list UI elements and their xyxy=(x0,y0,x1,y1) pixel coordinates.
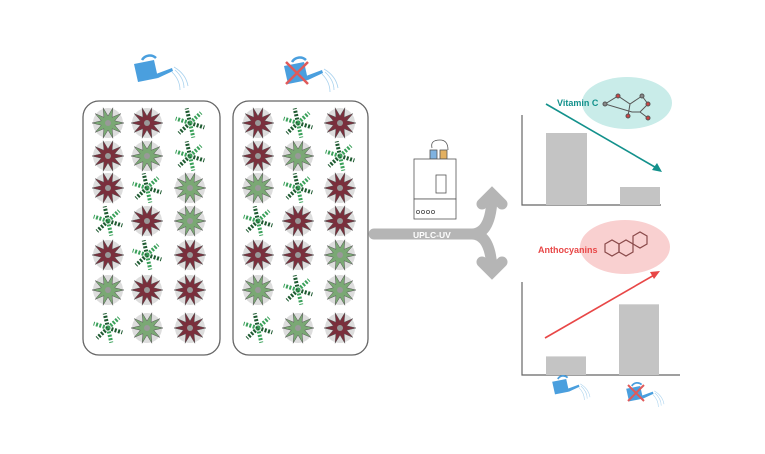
plant-red-rosette xyxy=(323,205,357,237)
plant-green-rosette xyxy=(241,172,275,204)
watering-can-crossed-icon xyxy=(282,56,340,94)
branching-arrow xyxy=(368,186,508,280)
tray-watered xyxy=(82,100,221,356)
plant-striped-star xyxy=(93,312,123,344)
plant-striped-star xyxy=(132,172,162,204)
bar-watered xyxy=(546,133,587,205)
plant-red-rosette xyxy=(323,312,357,344)
tray-not-watered xyxy=(232,100,369,356)
plant-striped-star xyxy=(283,172,313,204)
plant-red-rosette xyxy=(241,107,275,139)
plant-red-rosette xyxy=(173,239,207,271)
plant-striped-star xyxy=(132,239,162,271)
plant-green-rosette xyxy=(173,172,207,204)
plant-green-rosette xyxy=(130,312,164,344)
chart-vitamin-c: Vitamin C xyxy=(521,77,672,206)
plant-striped-star xyxy=(93,205,123,237)
plant-red-rosette xyxy=(130,205,164,237)
plant-red-rosette xyxy=(173,274,207,306)
anthocyanin-molecule-icon xyxy=(580,220,670,274)
watering-can-crossed-icon xyxy=(625,381,665,408)
plant-green-rosette xyxy=(130,140,164,172)
plant-green-rosette xyxy=(323,274,357,306)
plant-striped-star xyxy=(283,274,313,306)
plant-red-rosette xyxy=(130,107,164,139)
plant-red-rosette xyxy=(241,239,275,271)
plant-red-rosette xyxy=(241,140,275,172)
plant-striped-star xyxy=(283,107,313,139)
plant-green-rosette xyxy=(323,239,357,271)
plant-red-rosette xyxy=(91,172,125,204)
plant-striped-star xyxy=(175,140,205,172)
watering-can-icon xyxy=(551,374,591,401)
plant-striped-star xyxy=(243,312,273,344)
plant-red-rosette xyxy=(323,107,357,139)
watering-can-icon xyxy=(132,54,190,92)
uplc-instrument-icon xyxy=(413,139,457,220)
anthocyanins-label: Anthocyanins xyxy=(538,245,598,255)
plant-striped-star xyxy=(243,205,273,237)
increase-arrow xyxy=(544,273,657,339)
plant-red-rosette xyxy=(281,205,315,237)
plant-red-rosette xyxy=(91,140,125,172)
bar-not-watered xyxy=(620,187,660,205)
plant-striped-star xyxy=(175,107,205,139)
plant-red-rosette xyxy=(130,274,164,306)
plant-green-rosette xyxy=(173,205,207,237)
plant-red-rosette xyxy=(91,239,125,271)
bar-watered xyxy=(546,356,586,375)
plant-green-rosette xyxy=(281,312,315,344)
plant-green-rosette xyxy=(91,274,125,306)
bar-not-watered xyxy=(619,304,659,375)
plant-striped-star xyxy=(325,140,355,172)
plant-red-rosette xyxy=(281,239,315,271)
vitamin-c-label: Vitamin C xyxy=(557,98,599,108)
plant-green-rosette xyxy=(91,107,125,139)
decrease-arrow xyxy=(545,103,661,171)
plant-green-rosette xyxy=(281,140,315,172)
plant-green-rosette xyxy=(241,274,275,306)
plant-red-rosette xyxy=(323,172,357,204)
plant-red-rosette xyxy=(173,312,207,344)
chart-anthocyanins: Anthocyanins xyxy=(521,220,680,408)
method-label: UPLC-UV xyxy=(413,230,451,240)
